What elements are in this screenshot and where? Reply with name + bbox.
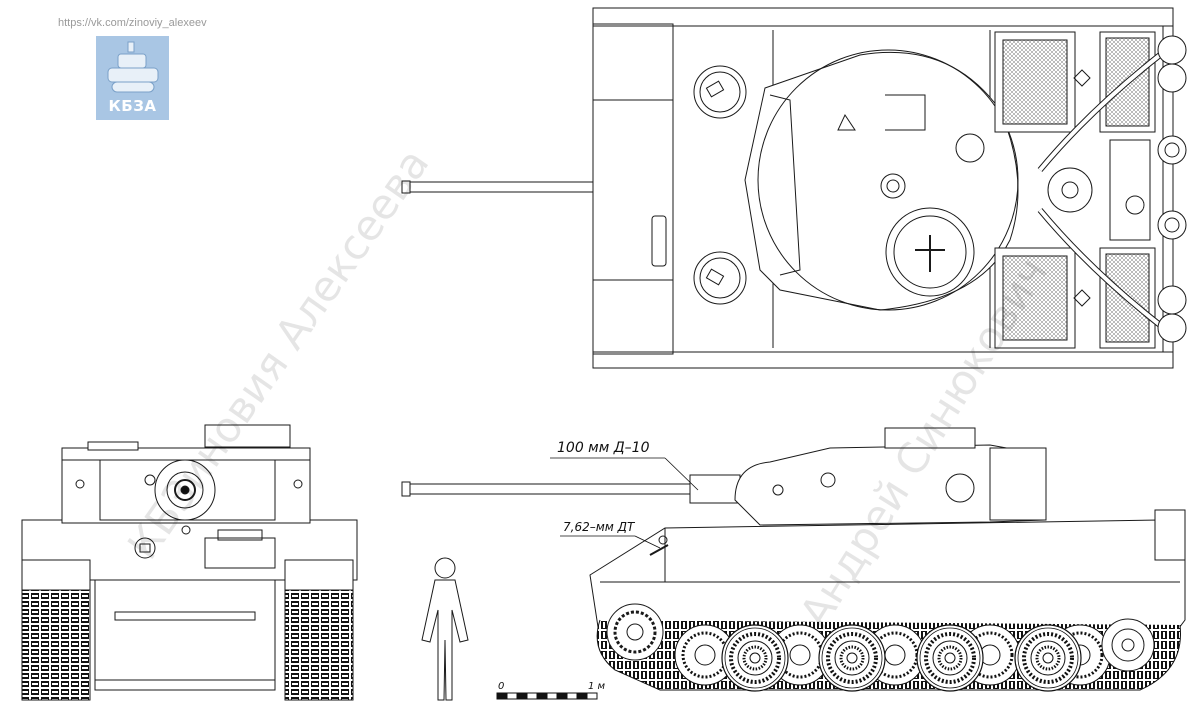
logo-tank-icon — [107, 41, 159, 93]
scale-start-label: 0 — [498, 681, 505, 692]
kbza-logo: КБЗА — [96, 36, 169, 120]
logo-text: КБЗА — [108, 97, 157, 115]
mg-label: 7,62–мм ДТ — [563, 520, 635, 534]
top-view — [401, 7, 1187, 369]
side-view — [401, 427, 1186, 693]
source-url[interactable]: https://vk.com/zinoviy_alexeev — [58, 17, 207, 29]
scale-bar — [496, 692, 598, 700]
gun-label: 100 мм Д–10 — [557, 440, 650, 456]
human-scale-figure — [421, 557, 469, 701]
scale-end-label: 1 м — [588, 681, 606, 692]
leader-lines — [550, 457, 699, 549]
front-view — [21, 424, 358, 701]
